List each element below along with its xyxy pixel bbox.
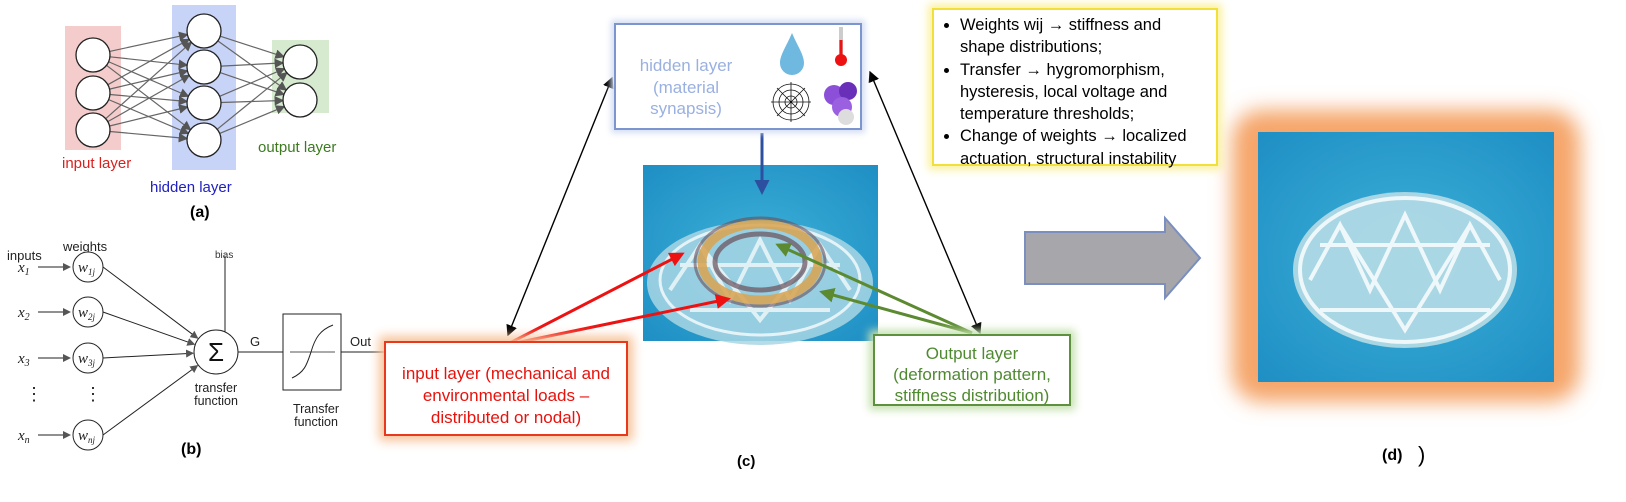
- note-item: Change of weights → localized actuation,…: [960, 125, 1208, 170]
- network-edge: [219, 67, 286, 97]
- notes-box: Weights wij → stiffness and shape distri…: [932, 8, 1218, 168]
- hidden-box-line-1: hidden layer: [639, 56, 733, 75]
- weighted-input-line: [102, 311, 196, 346]
- network-edge: [107, 38, 191, 86]
- caption-a: (a): [190, 204, 210, 221]
- input-box-line-1: input layer (mechanical and: [402, 364, 610, 383]
- network-edge: [220, 58, 285, 69]
- network-edge: [108, 61, 190, 98]
- hidden-box-line-3: synapsis): [650, 99, 722, 118]
- network-edge: [219, 71, 286, 97]
- network-edge: [219, 35, 285, 59]
- ellipsis-weights: ⋮: [84, 384, 102, 404]
- input-symbol: xn: [17, 428, 30, 446]
- network-edge: [105, 41, 193, 120]
- g-label: G: [250, 334, 260, 349]
- hidden-box-line-2: (material: [652, 77, 720, 97]
- network-edge: [109, 130, 189, 143]
- double-arrow-input-hidden: [506, 76, 614, 337]
- caption-d: (d): [1382, 447, 1402, 464]
- output-arrow-2: [819, 287, 973, 335]
- network-edge: [216, 71, 288, 130]
- water-drop-icon: [780, 33, 804, 75]
- network-edge: [109, 104, 189, 127]
- sigma-icon: Σ: [208, 337, 224, 367]
- transfer-function-label-1b: function: [194, 394, 238, 408]
- output-arrow-1: [775, 243, 973, 335]
- panel-a-network: input layer hidden layer output layer (a…: [62, 5, 336, 221]
- weights-label: weights: [62, 239, 108, 254]
- caption-c: (c): [737, 453, 755, 470]
- note-item: Weights wij → stiffness and shape distri…: [960, 14, 1208, 59]
- input-neuron: [75, 37, 111, 73]
- output-layer-label: output layer: [258, 139, 336, 156]
- input-neuron: [75, 75, 111, 111]
- note-item: Transfer → hygromorphism, hysteresis, lo…: [960, 59, 1208, 126]
- sigmoid-curve: [291, 324, 334, 379]
- double-arrow-output-hidden: [868, 70, 982, 335]
- output-box-line-3: stiffness distribution): [894, 386, 1050, 405]
- network-edge: [219, 105, 286, 135]
- input-symbol: x2: [17, 305, 30, 323]
- protein-structure-icon: [824, 82, 857, 125]
- transfer-function-label-2b: function: [294, 415, 338, 429]
- input-arrow-1: [505, 252, 685, 347]
- input-arrow-2: [505, 294, 731, 347]
- transfer-function-label-2a: Transfer: [293, 402, 339, 416]
- input-symbol: x3: [17, 351, 30, 369]
- weighted-input-line: [102, 266, 199, 339]
- output-neuron: [282, 82, 318, 118]
- network-edge: [109, 56, 189, 70]
- hidden-neuron: [186, 13, 222, 49]
- hidden-neuron: [186, 122, 222, 158]
- caption-d-paren: ): [1418, 442, 1425, 467]
- ellipsis-inputs: ⋮: [25, 384, 43, 404]
- output-box-line-2: (deformation pattern,: [893, 365, 1051, 384]
- hidden-layer-label: hidden layer: [150, 179, 232, 196]
- bias-label: bias: [215, 250, 233, 261]
- hidden-neuron: [186, 49, 222, 85]
- weighted-input-line: [102, 349, 195, 359]
- inputs-label: inputs: [7, 248, 42, 263]
- right-arrow-icon: [1024, 215, 1202, 301]
- input-neuron: [75, 112, 111, 148]
- output-neuron: [282, 44, 318, 80]
- input-box-line-3: distributed or nodal): [430, 408, 582, 427]
- output-box-line-1: Output layer: [925, 344, 1019, 363]
- transfer-function-label-1a: transfer: [195, 381, 237, 395]
- caption-b: (b): [181, 441, 201, 458]
- input-box-line-2: environmental loads –: [422, 386, 590, 405]
- panel-d: (d) ): [1024, 110, 1580, 467]
- network-edge: [107, 74, 191, 123]
- hidden-neuron: [186, 85, 222, 121]
- output-layer-box: Output layer (deformation pattern, stiff…: [873, 334, 1071, 406]
- out-label: Out: [350, 334, 371, 349]
- spider-web-icon: [771, 82, 811, 122]
- weighted-input-line: [102, 365, 199, 436]
- input-layer-box: input layer (mechanical and environmenta…: [384, 341, 628, 436]
- network-edge: [109, 31, 189, 52]
- hidden-layer-box: hidden layer (material synapsis): [614, 23, 862, 130]
- input-layer-label: input layer: [62, 155, 131, 172]
